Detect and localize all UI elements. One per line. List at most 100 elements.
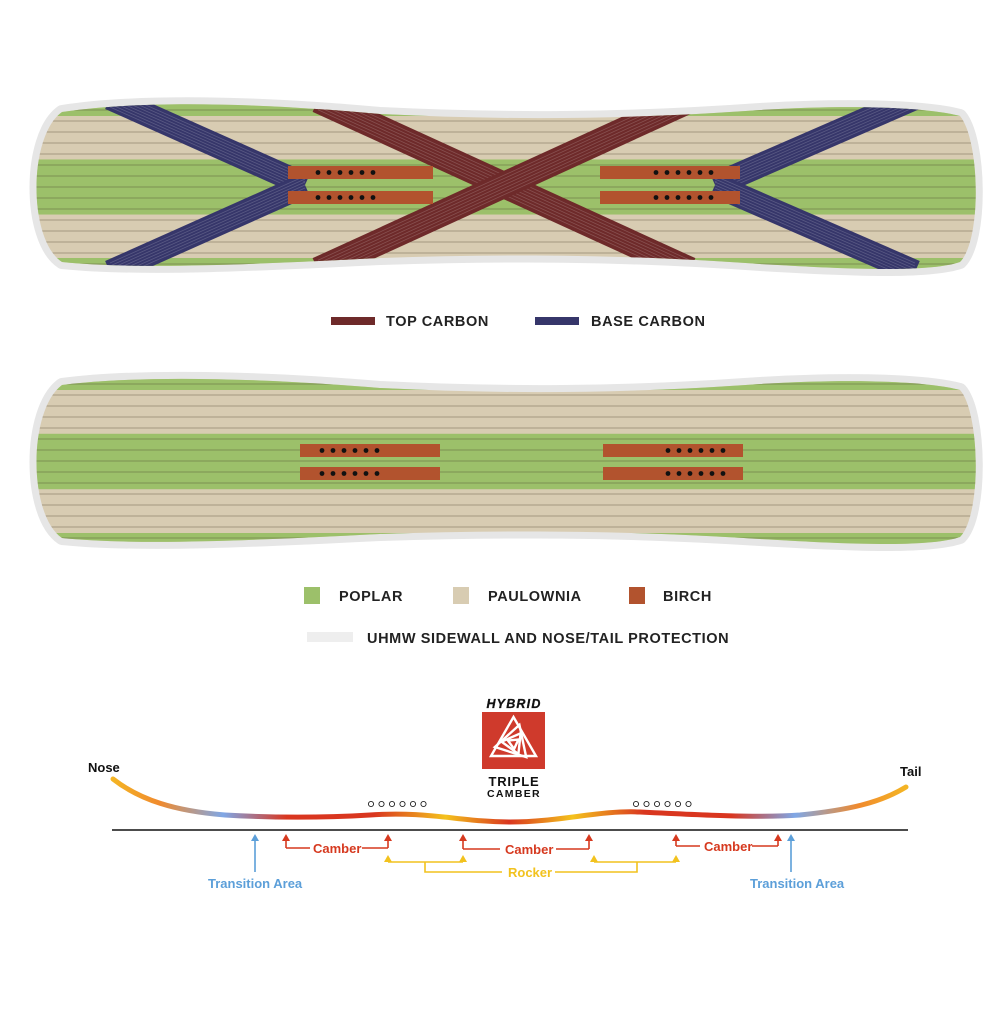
base-carbon-band-fiber <box>109 104 306 183</box>
base-carbon-band <box>710 104 920 197</box>
rocker-label: Rocker <box>508 865 552 880</box>
insert-hole-marker <box>653 800 661 808</box>
top-carbon-band-fiber <box>317 104 691 269</box>
arrow-head-up <box>459 855 467 862</box>
insert-hole <box>315 170 321 175</box>
logo-triangle <box>499 731 523 757</box>
nose-label: Nose <box>88 760 120 775</box>
arrow-head-up <box>384 834 392 841</box>
top-carbon-band-fiber <box>317 109 691 269</box>
birch-insert-block <box>600 166 740 179</box>
logo-triangle <box>492 722 528 759</box>
base-carbon-band <box>710 173 920 269</box>
top-carbon-swatch <box>331 317 375 325</box>
camber-left-label: Camber <box>313 841 361 856</box>
insert-hole-marker <box>378 800 385 808</box>
top-carbon-band-fiber <box>317 104 691 268</box>
base-carbon-band-fiber <box>109 184 306 269</box>
insert-hole <box>687 471 693 476</box>
arrow-head-up <box>672 834 680 841</box>
camber-right-label: Camber <box>704 839 752 854</box>
insert-hole <box>697 170 703 175</box>
board-top-view-carbon <box>29 97 983 276</box>
insert-hole <box>370 195 376 200</box>
base-carbon-band-fiber <box>109 104 306 192</box>
insert-hole-marker <box>674 800 682 808</box>
insert-hole <box>709 448 715 453</box>
birch-label: BIRCH <box>663 589 712 605</box>
base-carbon-band-fiber <box>109 175 306 264</box>
base-carbon-band-fiber <box>714 181 916 269</box>
base-carbon-band-fiber <box>109 190 306 269</box>
base-carbon-label: BASE CARBON <box>591 314 706 330</box>
carbon-legend: TOP CARBON BASE CARBON <box>331 314 706 330</box>
insert-hole-marker <box>643 800 650 808</box>
base-carbon-band-fiber <box>714 104 916 186</box>
base-carbon-band-fiber <box>109 181 306 269</box>
insert-hole <box>319 471 325 476</box>
transition-area-right-label: Transition Area <box>750 876 845 891</box>
insert-hole <box>348 195 354 200</box>
insert-hole <box>330 448 336 453</box>
logo-triple-text: TRIPLE <box>488 774 539 789</box>
poplar-swatch <box>304 587 320 604</box>
top-carbon-band-fiber <box>317 106 691 269</box>
base-carbon-band-fiber <box>714 106 916 195</box>
transition-area-left-label: Transition Area <box>208 876 303 891</box>
wood-legend: POPLAR PAULOWNIA BIRCH UHMW SIDEWALL AND… <box>304 587 729 647</box>
base-carbon-band-fiber <box>714 175 916 264</box>
insert-hole <box>326 195 332 200</box>
insert-hole-marker <box>409 800 417 808</box>
board-top-view-wood-core <box>29 371 983 551</box>
logo-hybrid-text: HYBRID <box>486 697 541 711</box>
arrow-head-up <box>384 855 392 862</box>
logo-triangle-icon <box>488 714 539 759</box>
insert-hole <box>720 448 726 453</box>
arrow-head-up <box>459 834 467 841</box>
insert-hole-marker <box>388 800 396 808</box>
arrow-head-up <box>787 834 795 841</box>
insert-hole <box>698 448 704 453</box>
insert-hole <box>687 448 693 453</box>
insert-hole <box>709 471 715 476</box>
top-carbon-band-fiber <box>317 104 691 269</box>
birch-insert-block <box>300 444 440 457</box>
insert-hole <box>352 448 358 453</box>
insert-hole <box>370 170 376 175</box>
arrow-head-up <box>774 834 782 841</box>
base-carbon-band-fiber <box>714 184 916 269</box>
insert-hole <box>341 471 347 476</box>
insert-hole <box>698 471 704 476</box>
insert-hole <box>676 448 682 453</box>
paulownia-swatch <box>453 587 469 604</box>
birch-insert-block <box>603 467 743 480</box>
insert-hole <box>664 195 670 200</box>
top-carbon-band-fiber <box>317 104 691 261</box>
insert-hole <box>337 170 343 175</box>
insert-hole-marker <box>399 800 406 808</box>
hybrid-triple-camber-logo: HYBRID TRIPLE CAMBER <box>482 697 545 800</box>
insert-hole <box>686 170 692 175</box>
uhmw-swatch <box>307 632 353 642</box>
insert-hole <box>337 195 343 200</box>
poplar-label: POPLAR <box>339 589 403 605</box>
logo-triangle <box>488 714 539 758</box>
base-carbon-band <box>105 104 310 196</box>
insert-hole-marker <box>632 800 640 808</box>
insert-hole <box>352 471 358 476</box>
tail-label: Tail <box>900 764 921 779</box>
insert-hole <box>359 170 365 175</box>
insert-hole <box>363 448 369 453</box>
base-carbon-band-fiber <box>109 106 306 195</box>
birch-insert-block <box>300 467 440 480</box>
insert-hole <box>374 471 380 476</box>
insert-hole <box>676 471 682 476</box>
insert-hole-marker <box>367 800 375 808</box>
insert-hole <box>665 448 671 453</box>
top-carbon-band <box>312 104 696 269</box>
top-carbon-band-fiber <box>317 104 691 264</box>
poplar-center <box>36 433 976 490</box>
base-carbon-band-fiber <box>714 104 916 192</box>
insert-hole <box>330 471 336 476</box>
